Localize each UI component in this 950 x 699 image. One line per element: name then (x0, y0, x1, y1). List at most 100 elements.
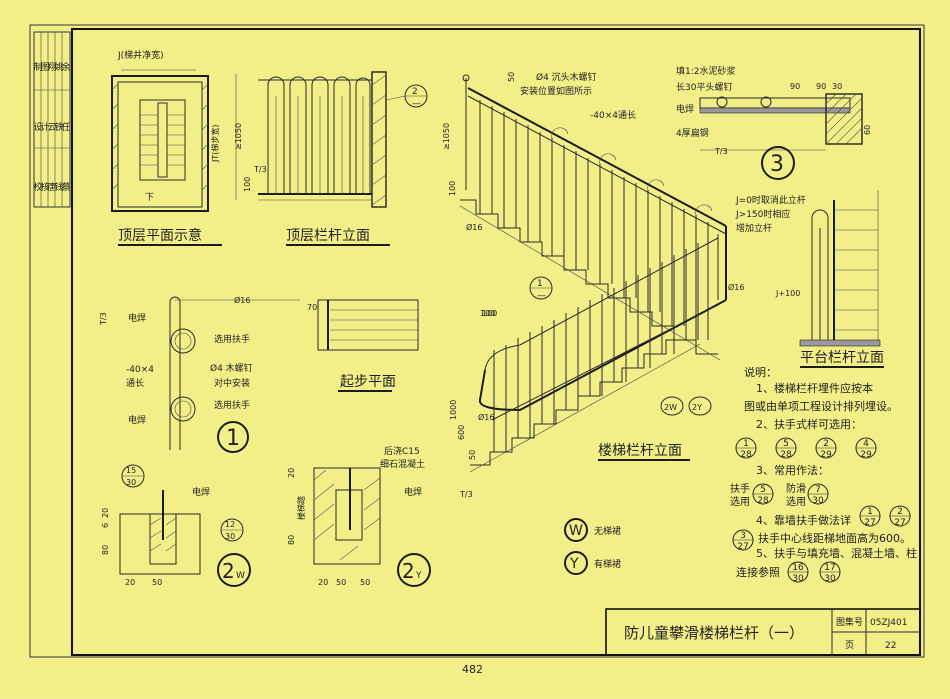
stair-note-nail: Ø4 沉头木螺钉 (536, 71, 597, 83)
detail2w-num: 2 (222, 559, 235, 583)
stair-railing-title: 楼梯栏杆立面 (598, 443, 682, 459)
view-platform-railing: J=0时取消此立杆 J>150时相应 增加立杆 J+100 平台栏杆立面 (735, 190, 884, 368)
notes-n2-ref-3-num: 4 (863, 439, 869, 449)
sidebar-c1-r2: 设 (33, 122, 42, 133)
notes-n4-ref2-num: 2 (897, 507, 903, 517)
platform-note1: J=0时取消此立杆 (735, 194, 806, 206)
notes-heading: 说明： (744, 365, 777, 379)
legend-y-bubble (564, 551, 588, 575)
notes-n5-ref1-num: 16 (792, 563, 804, 573)
sidebar-c3-r1: 唐 (47, 181, 56, 193)
notes-n3-refs: 528 730 (752, 483, 829, 506)
notes-n4: 4、靠墙扶手做法详 (756, 513, 851, 527)
sidebar-c1-r3: 制 (33, 61, 42, 73)
detail3-dim-90a: 90 (790, 82, 800, 91)
detail2y-dim-50: 50 (336, 578, 346, 587)
view-detail-2w: 15 30 电焊 12 30 80 6 20 20 50 2 W (101, 464, 251, 587)
view-detail-2y: 后浇C15 细石混凝土 电焊 楼梯踏 20 80 20 50 50 2 Y (287, 445, 431, 587)
titleblock-page-label: 页 (845, 640, 854, 651)
view-top-railing: ≥1050 100 T/3 2 — 顶层栏杆立面 (234, 71, 428, 246)
notes-n2-ref-1-den: 28 (780, 450, 792, 460)
sidebar-signature-block: 校 设 制 核 计 图 唐 云 翔 钱 铁 姚 蔡 任 余 (33, 31, 71, 208)
detail3-dim-t3: T/3 (714, 147, 728, 156)
notes-n1b: 图或由单项工程设计排列埋设。 (744, 399, 898, 413)
sidebar-c3-r3: 翔 (47, 61, 56, 73)
stair-dim-1050: ≥1050 (442, 123, 451, 150)
sidebar-c2-r3: 图 (40, 62, 49, 73)
top-plan-label-j: J(梯井净宽) (117, 49, 164, 61)
detail2y-weld: 电焊 (404, 486, 422, 498)
detail2y-note-c15: 后浇C15 (384, 445, 420, 457)
sidebar-c5-r3: 余 (61, 61, 70, 73)
sidebar-c5-r2: 任 (61, 121, 70, 133)
detail2w-ref-top-den: 30 (126, 478, 136, 487)
notes-block: 说明： 1、楼梯栏杆埋件应按本 图或由单项工程设计排列埋设。 2、扶手式样可选用… (730, 365, 917, 584)
detail2y-dim-50b: 50 (360, 578, 370, 587)
detail2w-ref-top-num: 15 (126, 466, 136, 475)
notes-n3-ref1-den: 28 (757, 496, 769, 506)
detail2y-dim-20: 20 (287, 468, 296, 478)
detail1-handrail2: 选用扶手 (214, 399, 250, 411)
stair-ref2y-bubble (688, 396, 712, 416)
detail3-dim-60: 60 (863, 125, 872, 135)
sidebar-c4-r1: 钱 (54, 181, 63, 193)
detail3-note-flat: 4厚扁钢 (676, 127, 709, 139)
detail2y-sub: Y (415, 571, 422, 581)
detail3-dim-30: 30 (832, 82, 842, 91)
platform-dim: J+100 (775, 289, 800, 298)
detail1-flat: -40×4 (126, 365, 154, 375)
legend-y-label: 有梯裙 (594, 558, 621, 570)
view-legend: W 无梯裙 Y 有梯裙 (564, 518, 621, 575)
top-railing-title: 顶层栏杆立面 (286, 228, 370, 244)
notes-n5b: 连接参照 (736, 565, 780, 579)
stair-ref1-den: — (537, 291, 546, 301)
top-plan-label-down: 下 (145, 193, 154, 203)
detail2w-sub: W (236, 571, 245, 581)
notes-n2-ref-1-num: 5 (783, 439, 789, 449)
stair-ref2w-bubble (660, 396, 684, 416)
detail2y-note-c15b: 细石混凝土 (380, 458, 425, 470)
top-plan-label-jt: JT(梯步宽) (210, 125, 220, 164)
notes-n3-ref2-num: 7 (815, 485, 821, 495)
sidebar-c4-r3: 姚 (54, 61, 63, 73)
top-railing-ref-num: 2 (412, 87, 418, 97)
top-plan-title: 顶层平面示意 (118, 227, 202, 244)
detail2y-dim-tread: 楼梯踏 (296, 496, 306, 520)
notes-n4-ref3-num: 3 (740, 531, 746, 541)
detail1-bubble (217, 421, 249, 453)
platform-title: 平台栏杆立面 (800, 350, 884, 366)
detail2w-dim-20: 20 (101, 508, 110, 518)
detail3-note-mortar: 填1:2水泥砂浆 (676, 65, 736, 77)
detail2y-dim-20b: 20 (318, 578, 328, 587)
legend-w: W (569, 523, 583, 539)
notes-n3-ref2-den: 30 (812, 496, 824, 506)
detail2w-ref-side-den: 30 (225, 532, 235, 541)
legend-w-bubble (564, 518, 588, 542)
notes-n2-ref-2-den: 29 (820, 450, 832, 460)
notes-n3: 3、常用作法： (756, 463, 829, 477)
detail2w-weld: 电焊 (192, 486, 210, 498)
detail1-nail: Ø4 木螺钉 (210, 362, 253, 374)
stair-dim-50: 50 (507, 72, 516, 82)
notes-n5-ref2-num: 17 (824, 563, 835, 573)
detail1-weld1: 电焊 (128, 312, 146, 324)
detail2y-dim-80: 80 (287, 535, 296, 545)
view-stair-railing: Ø4 沉头木螺钉 安装位置如图所示 -40×4通长 50 ≥1050 100 (442, 71, 744, 499)
notes-n5-ref1-den: 30 (792, 574, 804, 584)
start-plan-title: 起步平面 (340, 374, 396, 390)
stair-dim-100b: 100 (480, 309, 495, 318)
notes-n2-ref-3-den: 29 (860, 450, 872, 460)
notes-n2-ref-0-num: 1 (743, 439, 749, 449)
detail2y-num: 2 (402, 559, 415, 583)
stair-dim-50b: 50 (468, 450, 477, 460)
detail3-dim-90b: 90 (816, 82, 826, 91)
detail2w-ref-side-num: 12 (225, 520, 235, 529)
notes-n3-ref1-num: 5 (760, 485, 766, 495)
view-detail-1: Ø16 T/3 电焊 选用扶手 -40×4 通长 Ø4 木螺钉 对中安装 选用扶… (99, 295, 300, 453)
top-railing-ref-den: — (412, 99, 421, 109)
notes-n4-ref1-den: 27 (864, 518, 875, 528)
stair-dim-16a: Ø16 (466, 222, 482, 232)
